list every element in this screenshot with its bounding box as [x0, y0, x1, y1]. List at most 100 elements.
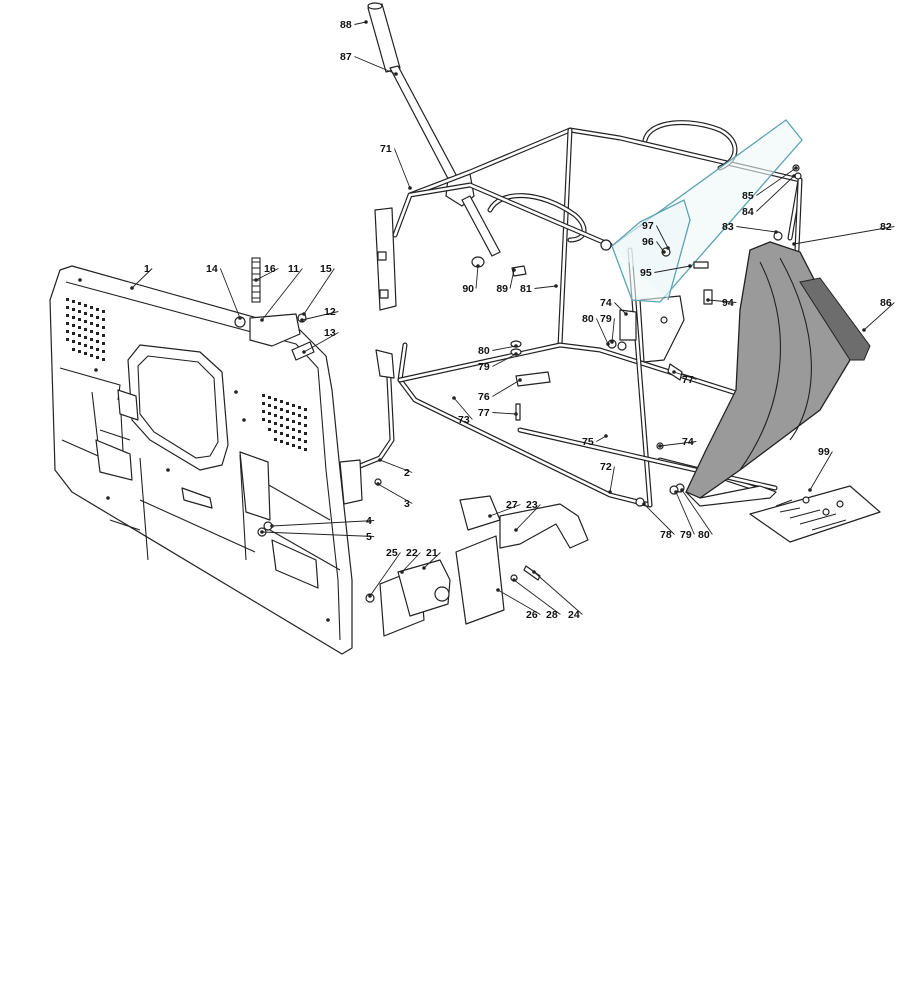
callout-leader-74a — [614, 302, 627, 315]
callout-leader-26 — [497, 589, 541, 615]
catcher-frame — [339, 120, 803, 508]
callout-dot-95 — [688, 264, 692, 268]
callout-label-14: 14 — [206, 263, 218, 275]
callout-leader-1 — [131, 268, 153, 289]
callout-label-89: 89 — [496, 283, 508, 295]
callout-leader-80c — [681, 489, 713, 535]
callout-label-71: 71 — [380, 143, 392, 155]
callout-leader-95 — [654, 265, 691, 273]
callout-dot-84 — [792, 174, 796, 178]
callout-dot-77b — [672, 370, 676, 374]
callout-leader-94 — [707, 299, 737, 303]
callout-dot-79c — [674, 490, 678, 494]
callout-dot-11 — [260, 318, 264, 322]
callout-dot-71 — [408, 186, 412, 190]
callout-dot-89 — [512, 268, 516, 272]
callout-label-12: 12 — [324, 306, 336, 318]
grass-bag — [685, 241, 871, 507]
callout-dot-4 — [270, 524, 274, 528]
callout-leader-89 — [509, 269, 515, 289]
callout-label-25: 25 — [386, 547, 398, 559]
callout-leader-22 — [401, 552, 421, 573]
callout-leader-79a — [492, 353, 517, 367]
callout-dot-79a — [514, 352, 518, 356]
callout-leader-74b — [659, 441, 697, 447]
callout-label-95: 95 — [640, 267, 652, 279]
callout-dot-76 — [518, 378, 522, 382]
callout-leader-14 — [219, 268, 241, 319]
callout-leader-23 — [515, 504, 541, 531]
callout-label-83: 83 — [722, 221, 734, 233]
callout-label-77a: 77 — [478, 407, 490, 419]
callout-dot-26 — [496, 588, 500, 592]
callout-label-80c: 80 — [698, 529, 710, 541]
callout-label-27: 27 — [506, 499, 518, 511]
callout-dot-75 — [604, 434, 608, 438]
callout-leader-27 — [489, 504, 521, 517]
callout-label-28: 28 — [546, 609, 558, 621]
callout-label-24: 24 — [568, 609, 580, 621]
callout-leader-71 — [393, 148, 411, 189]
callout-dot-88 — [364, 20, 368, 24]
latch-assembly — [365, 495, 589, 637]
callout-label-88: 88 — [340, 19, 352, 31]
callout-label-22: 22 — [406, 547, 418, 559]
lever-handle — [367, 2, 501, 257]
callout-leader-21 — [423, 552, 441, 569]
callout-dot-83 — [774, 230, 778, 234]
discharge-chute — [611, 119, 803, 303]
callout-label-85: 85 — [742, 190, 754, 202]
callout-dot-23 — [514, 528, 518, 532]
callout-leader-13 — [303, 332, 339, 353]
callout-dot-24 — [532, 570, 536, 574]
callout-leader-24 — [533, 571, 583, 615]
callout-leader-90 — [475, 265, 479, 289]
callout-label-97: 97 — [642, 220, 654, 232]
callout-label-21: 21 — [426, 547, 438, 559]
callout-dot-1 — [130, 286, 134, 290]
callout-dot-72 — [608, 490, 612, 494]
callout-dot-97 — [666, 246, 670, 250]
callout-leader-75 — [596, 435, 607, 442]
callout-label-96: 96 — [642, 236, 654, 248]
callout-label-78: 78 — [660, 529, 672, 541]
callout-label-77b: 77 — [682, 374, 694, 386]
callout-dot-94 — [706, 298, 710, 302]
callout-label-26: 26 — [526, 609, 538, 621]
callout-dot-74a — [624, 312, 628, 316]
callout-label-4: 4 — [366, 515, 372, 527]
callout-leader-25 — [369, 552, 401, 597]
callout-dot-28 — [512, 578, 516, 582]
callout-leader-4 — [271, 520, 375, 527]
callout-leader-15 — [303, 268, 335, 315]
callout-dot-99 — [808, 488, 812, 492]
callout-leader-82 — [793, 226, 895, 245]
callout-leader-80a — [492, 345, 517, 351]
callout-dot-12 — [300, 318, 304, 322]
callout-leader-97 — [656, 225, 669, 249]
callout-leader-78 — [643, 503, 675, 535]
callout-leader-87 — [354, 56, 397, 75]
callout-dot-96 — [662, 250, 666, 254]
callout-dot-27 — [488, 514, 492, 518]
callout-leader-5 — [261, 531, 375, 537]
callout-dot-25 — [368, 594, 372, 598]
callout-label-16: 16 — [264, 263, 276, 275]
callout-leader-96 — [656, 241, 665, 253]
callout-leader-86 — [863, 302, 895, 331]
callout-label-13: 13 — [324, 327, 336, 339]
callout-label-80b: 80 — [582, 313, 594, 325]
callout-label-76: 76 — [478, 391, 490, 403]
callout-leader-72 — [609, 466, 615, 493]
callout-dot-5 — [260, 530, 264, 534]
callout-leader-28 — [513, 579, 561, 615]
callout-leader-80b — [595, 318, 609, 345]
callout-dot-80a — [514, 344, 518, 348]
hardware-kit — [749, 485, 881, 543]
callout-label-23: 23 — [526, 499, 538, 511]
rear-frame-plate — [49, 265, 353, 655]
callout-label-79c: 79 — [680, 529, 692, 541]
callout-leader-77a — [492, 412, 517, 415]
callout-dot-21 — [422, 566, 426, 570]
